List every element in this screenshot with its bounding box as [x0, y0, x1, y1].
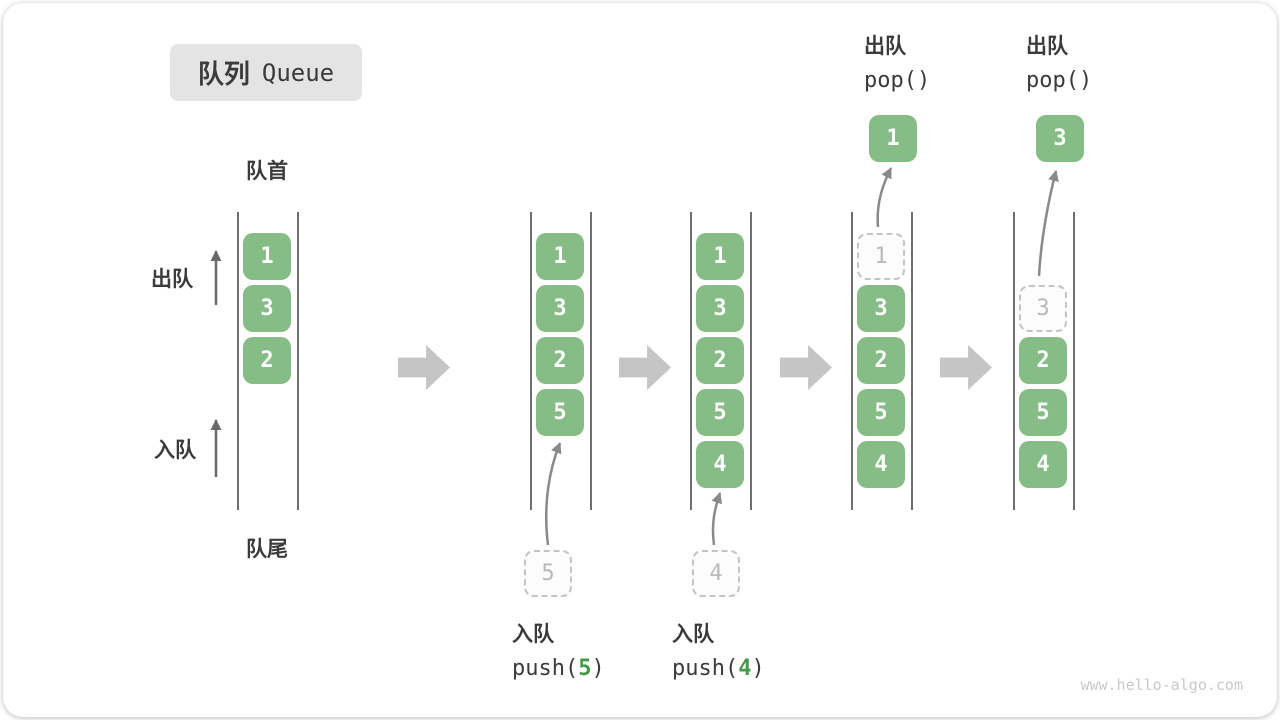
queue-cell: 3: [857, 285, 905, 332]
code-post: ): [591, 656, 605, 681]
pointer-arrow: [544, 442, 562, 546]
code-pre: push(: [512, 656, 579, 681]
staged-cell: 5: [524, 550, 572, 597]
queue-cell: 3: [243, 285, 291, 332]
queue-rail: [1073, 212, 1075, 510]
operation-code: pop(): [864, 68, 930, 93]
operation-name: 出队: [1026, 35, 1068, 58]
code-pre: push(: [672, 656, 739, 681]
pointer-arrow: [1037, 170, 1059, 277]
operation-code: push(5): [512, 656, 605, 681]
queue-cell: 2: [1019, 337, 1067, 384]
operation-caption: 入队 push(5): [512, 618, 605, 681]
label-dequeue: 出队: [151, 268, 193, 291]
code-pre: pop(): [1026, 68, 1093, 93]
watermark: www.hello-algo.com: [1080, 676, 1243, 694]
queue-rail: [911, 212, 913, 510]
queue-cell: 2: [696, 337, 744, 384]
label-enqueue: 入队: [154, 439, 196, 462]
label-queue-front: 队首: [246, 160, 288, 183]
queue-cell: 3: [536, 285, 584, 332]
operation-code: pop(): [1026, 68, 1092, 93]
queue-cell: 1: [243, 233, 291, 280]
popped-cell: 3: [1036, 115, 1084, 162]
operation-caption: 出队 pop(): [1026, 30, 1092, 93]
operation-name: 出队: [864, 35, 906, 58]
label-queue-rear: 队尾: [246, 538, 288, 561]
queue-cell: 5: [1019, 389, 1067, 436]
queue-rail: [690, 212, 692, 510]
queue-cell: 2: [857, 337, 905, 384]
operation-name: 入队: [672, 623, 714, 646]
queue-cell: 2: [536, 337, 584, 384]
queue-rail: [237, 212, 239, 510]
pointer-arrow: [711, 492, 723, 546]
queue-cell-ghost: 1: [857, 233, 905, 280]
queue-cell: 5: [536, 389, 584, 436]
title-english: Queue: [261, 58, 335, 87]
queue-rail: [530, 212, 532, 510]
queue-cell: 4: [857, 441, 905, 488]
staged-cell: 4: [692, 550, 740, 597]
popped-cell: 1: [869, 115, 917, 162]
queue-rail: [590, 212, 592, 510]
pointer-arrow: [876, 167, 893, 228]
queue-cell: 5: [857, 389, 905, 436]
queue-cell: 4: [696, 441, 744, 488]
queue-cell-ghost: 3: [1019, 285, 1067, 332]
queue-rail: [1013, 212, 1015, 510]
queue-cell: 3: [696, 285, 744, 332]
queue-rail: [750, 212, 752, 510]
queue-cell: 1: [536, 233, 584, 280]
operation-caption: 入队 push(4): [672, 618, 765, 681]
operation-name: 入队: [512, 623, 554, 646]
code-post: ): [751, 656, 765, 681]
operation-caption: 出队 pop(): [864, 30, 930, 93]
queue-rail: [297, 212, 299, 510]
code-accent: 5: [578, 656, 592, 681]
code-accent: 4: [738, 656, 752, 681]
queue-cell: 1: [696, 233, 744, 280]
queue-rail: [851, 212, 853, 510]
operation-code: push(4): [672, 656, 765, 681]
queue-cell: 4: [1019, 441, 1067, 488]
queue-cell: 2: [243, 337, 291, 384]
code-pre: pop(): [864, 68, 931, 93]
queue-cell: 5: [696, 389, 744, 436]
title-chinese: 队列: [197, 59, 250, 89]
diagram-title: 队列 Queue: [170, 44, 362, 101]
